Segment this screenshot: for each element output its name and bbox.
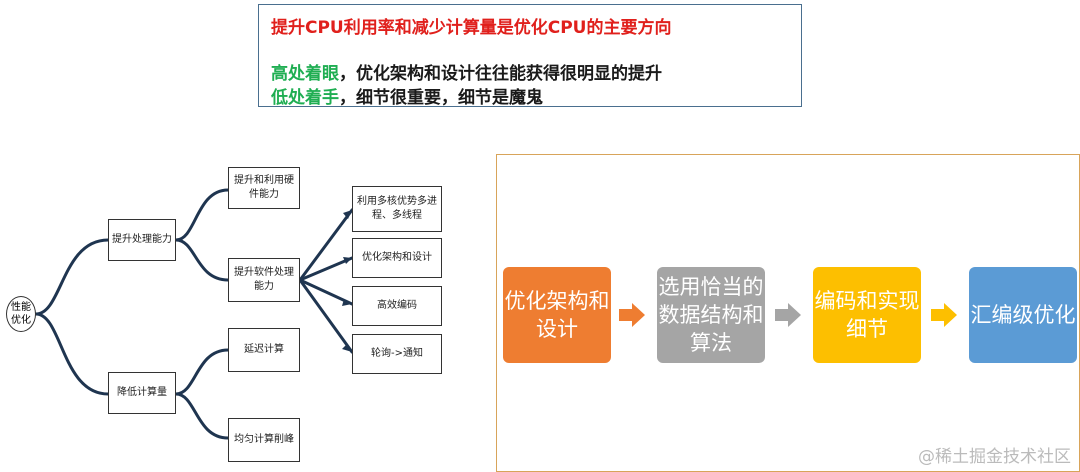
flow-step-data-structures-label: 选用恰当的数据结构和算法 (658, 275, 764, 355)
connector-root-branch2 (34, 312, 110, 396)
mindmap-node-branch2-label: 降低计算量 (117, 387, 167, 398)
mindmap-node-multicore: 利用多核优势多进程、多线程 (352, 186, 442, 232)
flow-step-architecture-label: 优化架构和设计 (504, 289, 610, 341)
mindmap-root: 性能优化 (6, 296, 36, 332)
connector-sw-coding (298, 278, 354, 306)
mindmap-node-even-label: 均匀计算削峰 (234, 434, 294, 445)
mindmap-node-even: 均匀计算削峰 (228, 418, 300, 462)
connector-branch1-sw (174, 238, 230, 282)
flow-panel: 优化架构和设计 选用恰当的数据结构和算法 编码和实现细节 汇编级优化 @稀土掘金… (496, 154, 1080, 472)
flow-step-coding: 编码和实现细节 (813, 267, 921, 363)
mindmap-node-polling-label: 轮询->通知 (371, 348, 423, 359)
mindmap-node-branch1-label: 提升处理能力 (112, 234, 172, 245)
callout-line-2: 低处着手，细节很重要，细节是魔鬼 (271, 83, 543, 108)
mindmap-node-hw: 提升和利用硬件能力 (228, 167, 300, 209)
arrowhead-polling (342, 344, 352, 352)
mindmap-node-arch: 优化架构和设计 (352, 238, 442, 278)
flow-step-data-structures: 选用恰当的数据结构和算法 (657, 267, 765, 363)
mindmap-node-hw-label: 提升和利用硬件能力 (234, 175, 294, 200)
flow-step-assembly: 汇编级优化 (969, 267, 1077, 363)
mindmap-node-sw: 提升软件处理能力 (228, 258, 300, 302)
callout-line-1-text: ，优化架构和设计往往能获得很明显的提升 (339, 64, 662, 84)
callout-box: 提升CPU利用率和减少计算量是优化CPU的主要方向 高处着眼，优化架构和设计往往… (258, 4, 802, 108)
connector-branch1-hw (174, 188, 230, 242)
flow-arrow-1 (619, 303, 645, 327)
mindmap-root-label: 性能优化 (11, 302, 31, 326)
mindmap-node-coding-label: 高效编码 (377, 300, 417, 311)
connector-sw-polling (298, 278, 354, 354)
flow-step-coding-label: 编码和实现细节 (814, 289, 920, 341)
callout-line-2-highlight: 低处着手 (271, 88, 339, 108)
callout-line-1-highlight: 高处着眼 (271, 64, 339, 84)
mindmap-node-branch1: 提升处理能力 (108, 219, 176, 261)
callout-line-2-text: ，细节很重要，细节是魔鬼 (339, 88, 543, 108)
watermark: @稀土掘金技术社区 (918, 447, 1071, 467)
connector-branch2-delay (174, 348, 230, 396)
flow-step-assembly-label: 汇编级优化 (970, 303, 1076, 327)
flow-arrow-2 (775, 303, 801, 327)
mindmap-node-multicore-label: 利用多核优势多进程、多线程 (357, 196, 437, 221)
arrowhead-multicore (343, 210, 352, 219)
mindmap-node-delay-label: 延迟计算 (244, 344, 284, 355)
mindmap-node-coding: 高效编码 (352, 286, 442, 326)
mindmap-node-arch-label: 优化架构和设计 (362, 252, 432, 263)
mindmap-node-sw-label: 提升软件处理能力 (234, 267, 294, 292)
arrowhead-coding (342, 299, 352, 306)
flow-step-architecture: 优化架构和设计 (503, 267, 611, 363)
mindmap-node-polling: 轮询->通知 (352, 334, 442, 374)
mindmap-connectors (34, 188, 354, 440)
callout-line-1: 高处着眼，优化架构和设计往往能获得很明显的提升 (271, 59, 662, 84)
connector-root-branch1 (34, 238, 110, 316)
arrowhead-arch (343, 257, 352, 264)
connector-sw-multicore (298, 208, 354, 282)
flow-arrow-3 (931, 303, 957, 327)
mindmap-node-branch2: 降低计算量 (108, 372, 176, 414)
callout-title: 提升CPU利用率和减少计算量是优化CPU的主要方向 (271, 18, 672, 38)
mindmap-node-delay: 延迟计算 (228, 328, 300, 372)
connector-sw-arch (298, 256, 354, 282)
connector-branch2-even (174, 392, 230, 440)
